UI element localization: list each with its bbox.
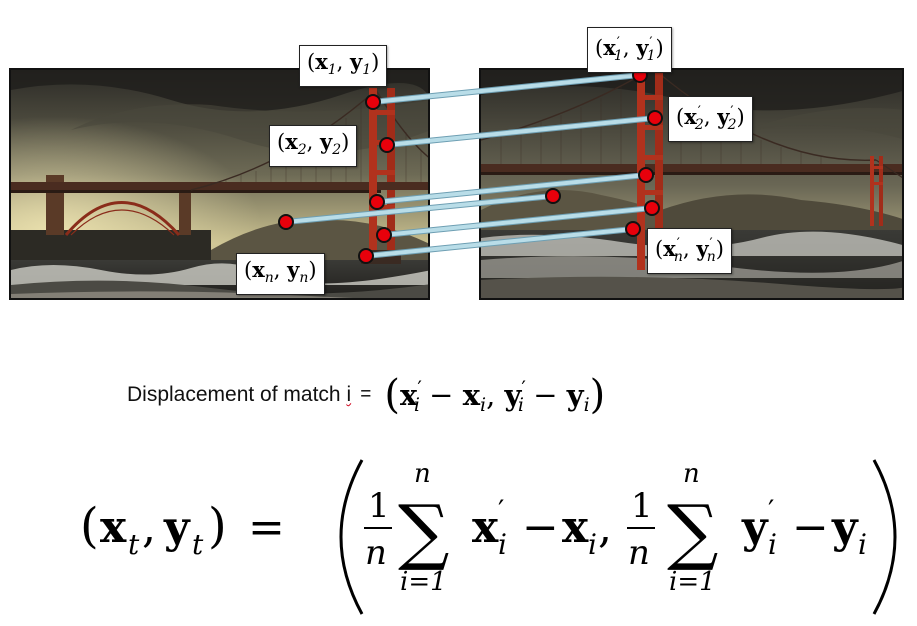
frac-2-num: 1 xyxy=(631,486,653,526)
rhs-x-prime-mark: ′ xyxy=(498,494,504,527)
big-close-paren xyxy=(872,459,897,615)
label-prime: ′ xyxy=(697,104,701,120)
rhs-y-sub: i xyxy=(858,528,867,561)
label-sub: 1 xyxy=(646,48,656,64)
sum-1-upper: n xyxy=(414,459,431,489)
rhs-minus-1: − xyxy=(522,502,559,553)
label-y: y xyxy=(717,104,730,129)
frac-2-den: n xyxy=(628,533,650,573)
lhs-x: x xyxy=(100,502,127,553)
lhs-y: y xyxy=(163,502,191,553)
sum-2-upper: n xyxy=(683,459,700,489)
rhs-x-sub: i xyxy=(588,528,597,561)
label-left-point-2: (x2, y2) xyxy=(269,125,358,167)
sum-2-lower: i=1 xyxy=(669,567,716,597)
lhs-sub-t: t xyxy=(192,528,204,561)
rhs-y-prime-mark: ′ xyxy=(768,494,774,527)
frac-1-den: n xyxy=(365,533,387,573)
label-sub: n xyxy=(673,249,683,265)
displacement-caption-text: Displacement of match xyxy=(127,383,341,406)
rhs-comma: , xyxy=(598,502,612,553)
label-y: y xyxy=(320,129,333,154)
label-left-point-n: (xn, yn) xyxy=(236,253,325,295)
label-x: x xyxy=(285,129,298,154)
translation-formula-svg: ( x t , y t ) = 1 n n ∑ i=1 x ′ i − x i … xyxy=(80,459,897,615)
label-sub: 2 xyxy=(297,142,307,158)
disp-x-prime: x xyxy=(400,378,418,412)
disp-minus: − xyxy=(533,378,558,412)
rhs-minus-2: − xyxy=(792,502,829,553)
label-prime: ′ xyxy=(649,35,653,51)
label-sub: 2 xyxy=(332,142,342,158)
left-bridge-photo xyxy=(9,68,430,300)
label-y: y xyxy=(696,236,709,261)
disp-sub: i xyxy=(413,394,420,416)
label-right-point-n: (x′n, y′n) xyxy=(647,228,732,274)
label-x: x xyxy=(663,236,676,261)
label-sub: 2 xyxy=(727,117,737,133)
sum-1-lower: i=1 xyxy=(400,567,447,597)
label-prime: ′ xyxy=(730,104,734,120)
translation-formula: ( x t , y t ) = 1 n n ∑ i=1 x ′ i − x i … xyxy=(80,452,910,622)
label-left-point-1: (x1, y1) xyxy=(299,45,388,87)
label-sub: n xyxy=(706,249,716,265)
rhs-x-prime: x xyxy=(472,502,499,553)
label-sub: n xyxy=(264,270,274,286)
displacement-formula: Displacement of match i = (x′i − xi, y′i… xyxy=(127,372,827,432)
label-y: y xyxy=(287,257,300,282)
label-right-point-2: (x′2, y′2) xyxy=(668,96,753,142)
label-sub: 1 xyxy=(613,48,623,64)
rhs-y-prime-sub: i xyxy=(768,528,777,561)
disp-x: x xyxy=(462,378,480,412)
disp-y-prime: y xyxy=(504,378,522,412)
label-sub: 2 xyxy=(694,117,704,133)
label-y: y xyxy=(350,49,363,74)
displacement-expression: (x′i − xi, y′i − yi) xyxy=(384,372,606,418)
label-right-point-1: (x′1, y′1) xyxy=(587,27,672,73)
formula-equals: = xyxy=(248,502,285,553)
disp-sub: i xyxy=(583,394,590,416)
lhs-close-paren: ) xyxy=(208,498,227,554)
lhs-comma: , xyxy=(142,502,156,553)
disp-sub: i xyxy=(479,394,487,416)
rhs-y-prime: y xyxy=(741,502,769,553)
label-y: y xyxy=(636,35,649,60)
label-x: x xyxy=(603,35,616,60)
label-x: x xyxy=(684,104,697,129)
label-prime: ′ xyxy=(709,236,713,252)
label-prime: ′ xyxy=(616,35,620,51)
rhs-x-prime-sub: i xyxy=(498,528,507,561)
left-bridge-scene xyxy=(11,70,428,298)
disp-sub: i xyxy=(517,394,524,416)
rhs-y: y xyxy=(831,502,859,553)
label-sub: 1 xyxy=(362,62,372,78)
label-sub: 1 xyxy=(327,62,337,78)
big-open-paren xyxy=(339,459,364,615)
frac-1-num: 1 xyxy=(368,486,390,526)
displacement-equals: = xyxy=(360,384,372,405)
disp-y: y xyxy=(566,378,584,412)
label-prime: ′ xyxy=(676,236,680,252)
sum-1-symbol: ∑ xyxy=(398,489,449,573)
label-x: x xyxy=(252,257,265,282)
lhs-open-paren: ( xyxy=(80,498,99,554)
displacement-caption: Displacement of match i xyxy=(127,383,351,406)
disp-minus: − xyxy=(429,378,454,412)
displacement-index: i xyxy=(346,383,352,406)
label-x: x xyxy=(315,49,328,74)
sum-2-symbol: ∑ xyxy=(667,489,718,573)
rhs-x: x xyxy=(562,502,589,553)
label-sub: n xyxy=(299,270,309,286)
lhs-sub-t: t xyxy=(128,528,140,561)
